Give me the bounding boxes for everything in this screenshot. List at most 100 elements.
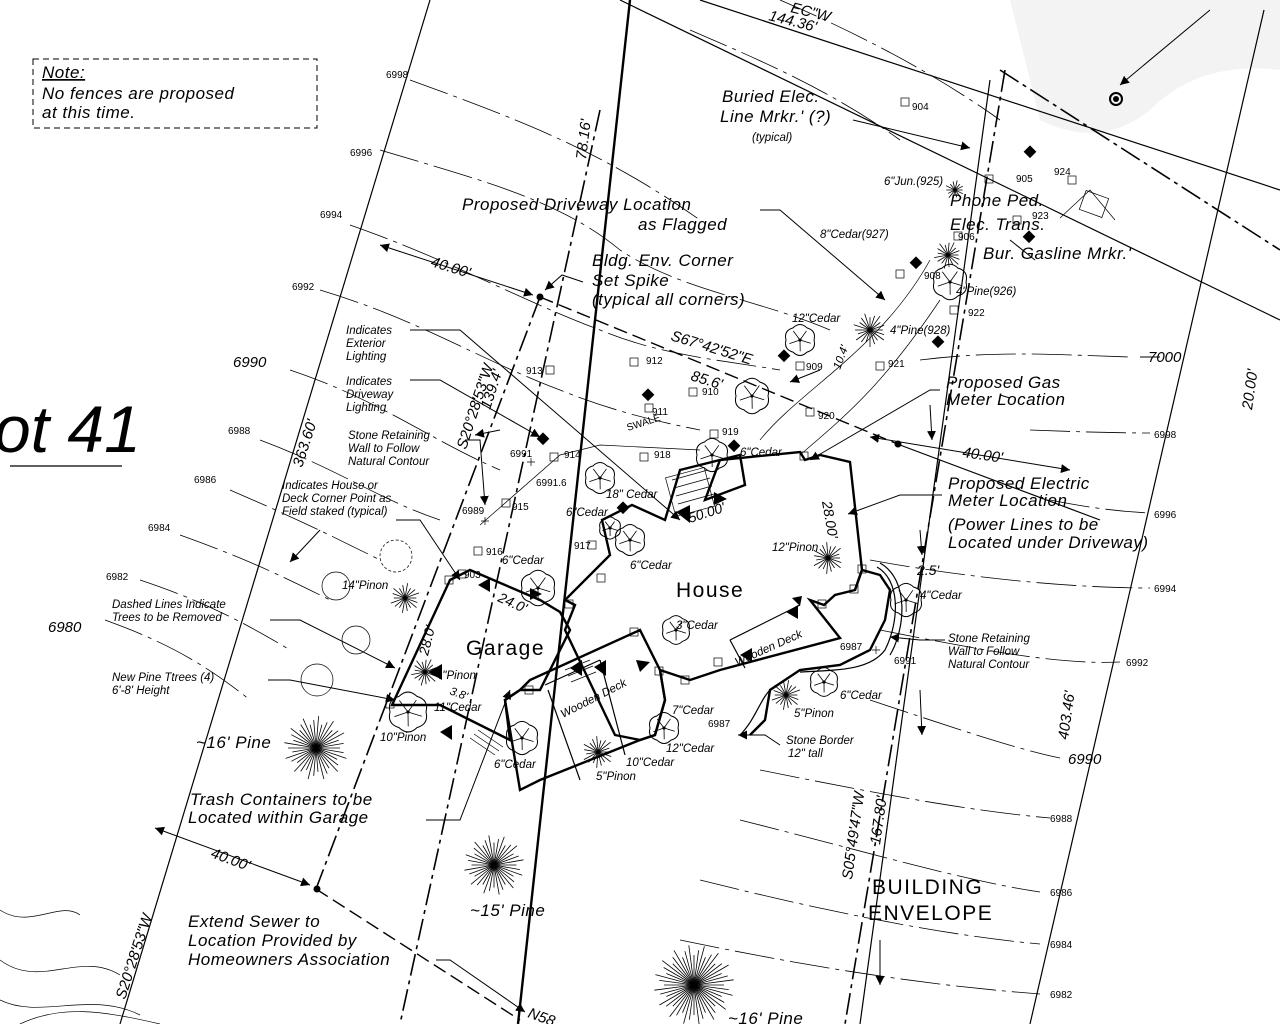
point-923: 923 [1032, 211, 1049, 222]
pine-tree-icon [654, 945, 734, 1024]
tree-cedar-12b: 12"Cedar [666, 743, 715, 755]
pine-tree-icon [771, 680, 801, 710]
contour-6996a: 6996 [350, 148, 373, 159]
dim-3-8: 3.8' [448, 686, 470, 704]
gas-meter-1: Proposed Gas [946, 373, 1061, 392]
contour-6994a: 6994 [320, 210, 343, 221]
pine-tree-icon [284, 716, 347, 780]
elev-6987b: 6987 [708, 719, 731, 730]
pine-tree-icon [464, 835, 524, 895]
house-label: House [676, 579, 744, 602]
sewer-3: Homeowners Association [188, 950, 390, 969]
contour-6992b: 6992 [1126, 658, 1149, 669]
sewer-2: Location Provided by [188, 931, 358, 950]
drv-light-3: Lighting [346, 402, 387, 414]
ext-light-1: Indicates [346, 325, 392, 337]
cedar-tree-icon [696, 437, 728, 473]
tree-pinon-10: 10"Pinon [380, 732, 426, 744]
cedar-tree-icon [585, 462, 615, 494]
tree-pine-926: 4"Pine(926) [956, 286, 1017, 298]
setback-sw: 40.00' [209, 845, 254, 875]
envelope-label-2: ENVELOPE [868, 902, 993, 925]
ext-light-3: Lighting [346, 351, 387, 363]
contour-6984a: 6984 [148, 523, 171, 534]
tree-cedar-6b: 6"Cedar [566, 507, 609, 519]
point-908: 908 [924, 271, 941, 282]
point-921: 921 [888, 359, 905, 370]
tree-cedar-6f: 6"Cedar [840, 690, 883, 702]
point-911: 911 [652, 407, 668, 418]
house-footprint [390, 450, 892, 792]
tree-labels: 6"Jun.(925) 8"Cedar(927) 4"Pine(926) 12"… [196, 176, 1017, 1024]
tree-cedar-6d: 6"Cedar [502, 555, 545, 567]
tree-pine-16b: ~16' Pine [728, 1009, 803, 1024]
point-904: 904 [912, 102, 929, 113]
bottom-bearing: N58 [526, 1005, 558, 1024]
pine-tree-icon [813, 542, 842, 574]
cedar-tree-icon [388, 691, 428, 733]
buried-elec-1: Buried Elec. [722, 87, 820, 106]
driveway-1: Proposed Driveway Location [462, 195, 691, 214]
callouts: Buried Elec. Line Mrkr.' (?) (typical) P… [112, 87, 1148, 969]
gas-meter-2: Meter Location [946, 390, 1065, 409]
elec-trans: Elec. Trans. [950, 215, 1045, 234]
power-2: Located under Driveway) [948, 533, 1148, 552]
point-915: 915 [512, 502, 529, 513]
leader-lines [268, 9, 1211, 1013]
tree-pinon-14: 14"Pinon [342, 580, 388, 592]
deck-right-label: Wooden Deck [733, 628, 805, 669]
tree-cedar-6c: 6"Cedar [630, 560, 673, 572]
tree-pine-928: 4"Pine(928) [890, 325, 951, 337]
contour-6994b: 6994 [1154, 584, 1177, 595]
tree-pinon-12: 12"Pinon [772, 542, 818, 554]
tree-cedar-7: 7"Cedar [672, 705, 715, 717]
stone-wall-2: Wall to Follow [348, 443, 420, 455]
cedar-tree-icon [615, 524, 645, 556]
point-919: 919 [722, 427, 739, 438]
contour-6998b: 6998 [1154, 430, 1177, 441]
bldg-env-1: Bldg. Env. Corner [592, 251, 734, 270]
contour-6992a: 6992 [292, 282, 315, 293]
drv-light-2: Driveway [346, 389, 395, 401]
tree-cedar-18: 18" Cedar [606, 489, 659, 501]
dim-house-28: 28.00' [819, 499, 842, 541]
dashed-2: Trees to be Removed [112, 612, 222, 624]
pine-tree-icon [583, 736, 612, 768]
cedar-tree-icon [785, 324, 815, 356]
spot-elevations: 6991 6991.6 6989 6987 6991 6987 [462, 449, 917, 730]
stone-wall-3: Natural Contour [348, 456, 430, 468]
house-corner-2: Deck Corner Point as [282, 493, 392, 505]
pine-tree-icon [411, 659, 437, 686]
elev-6991b: 6991 [894, 656, 917, 667]
lot-label: ot 41 [0, 392, 141, 467]
stone-border-2: 12" tall [788, 748, 823, 760]
house-corner-1: Indicates House or [282, 480, 379, 492]
stone-wall-r3: Natural Contour [948, 659, 1030, 671]
elec-meter-2: Meter Location [948, 491, 1067, 510]
point-920: 920 [818, 411, 835, 422]
contour-6986b: 6986 [1050, 888, 1073, 899]
dim-garage-28: 28.0' [415, 623, 438, 658]
pine-tree-icon [853, 313, 885, 347]
house-corner-3: Field staked (typical) [282, 506, 388, 518]
sewer-1: Extend Sewer to [188, 912, 320, 931]
cedar-tree-icon [734, 377, 770, 415]
point-914: 914 [564, 450, 581, 461]
stone-wall-r2: Wall to Follow [948, 646, 1020, 658]
tree-cedar-6e: 6"Cedar [494, 759, 537, 771]
tree-pinon-4: 4"Pinon [436, 670, 476, 682]
bldg-env-3: (typical all corners) [592, 290, 745, 309]
buried-elec-2: Line Mrkr.' (?) [720, 107, 831, 126]
setback-nw: 40.00' [429, 254, 474, 282]
elev-6987a: 6987 [840, 642, 863, 653]
tree-cedar-12: 12"Cedar [792, 313, 841, 325]
point-905: 905 [1016, 174, 1033, 185]
ext-light-2: Exterior [346, 338, 387, 350]
elev-6991a: 6991 [510, 449, 533, 460]
east-distance-20: 20.00' [1239, 367, 1262, 411]
lower-left-contours [0, 909, 161, 1024]
hatched-area [1010, 0, 1280, 133]
cedar-tree-icon [506, 720, 538, 756]
envelope-label-1: BUILDING [872, 876, 983, 899]
